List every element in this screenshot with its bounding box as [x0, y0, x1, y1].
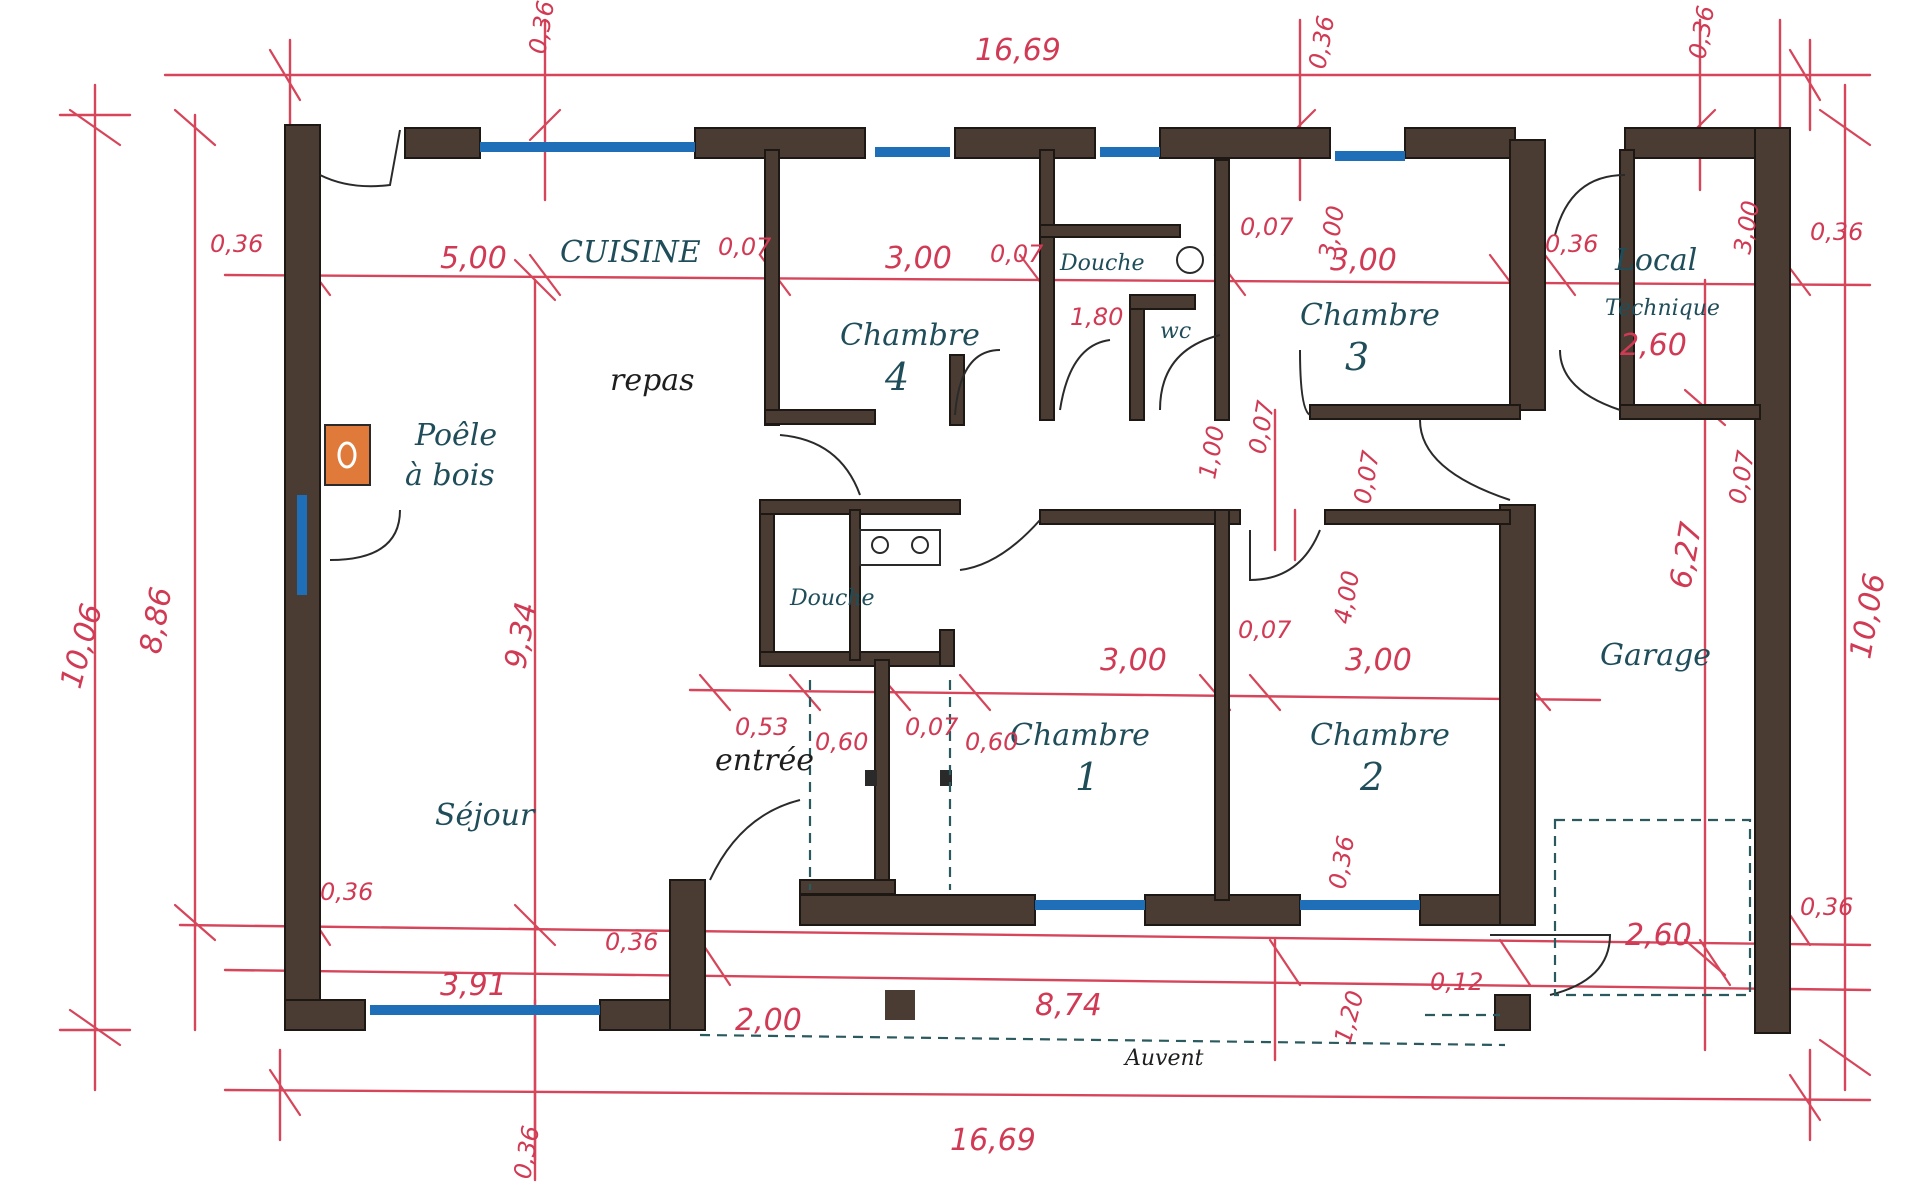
dim-wall-h: 0,36 — [605, 928, 658, 956]
interior-walls — [759, 149, 1761, 901]
dim-total-top: 16,69 — [975, 33, 1061, 68]
dim-wall-i: 0,36 — [1800, 893, 1853, 921]
dim-wall-b: 0,36 — [1303, 14, 1340, 71]
dim-front-facade: 8,74 — [1035, 988, 1102, 1023]
label-douche-top: Douche — [1059, 251, 1145, 276]
label-auvent: Auvent — [1123, 1046, 1204, 1071]
dim-total-bottom: 16,69 — [950, 1123, 1036, 1158]
dim-entree-b: 0,60 — [815, 728, 868, 756]
label-chambre-1: Chambre — [1010, 718, 1150, 753]
dim-part-h: 0,07 — [905, 713, 959, 741]
dim-wall-k: 0,36 — [1323, 834, 1360, 891]
dim-wall-a: 0,36 — [523, 0, 560, 56]
label-chambre-4: Chambre — [840, 318, 980, 353]
label-poele-1: Poêle — [414, 418, 497, 453]
windows — [297, 142, 1420, 1015]
label-chambre-3-num: 3 — [1345, 335, 1369, 379]
dim-wall-c: 0,36 — [1683, 4, 1720, 61]
dim-part-c: 0,07 — [1240, 213, 1294, 241]
label-garage: Garage — [1600, 638, 1711, 673]
dim-chambre2-depth: 4,00 — [1328, 569, 1365, 626]
dim-couloir: 1,00 — [1193, 424, 1230, 481]
label-entree: entrée — [715, 743, 814, 778]
label-chambre-1-num: 1 — [1075, 755, 1099, 799]
label-cuisine: CUISINE — [560, 235, 701, 270]
dim-garage-depth: 6,27 — [1663, 520, 1709, 592]
dim-auvent-gap: 0,12 — [1430, 968, 1483, 996]
dim-entree-a: 0,53 — [735, 713, 788, 741]
label-chambre-3: Chambre — [1300, 298, 1440, 333]
dim-cuisine: 5,00 — [440, 241, 507, 276]
dim-part-a: 0,07 — [718, 233, 772, 261]
room-labels: CUISINE repas Poêle à bois Séjour entrée… — [405, 235, 1720, 1071]
dim-wall-f: 0,36 — [1810, 218, 1863, 246]
dim-wall-j: 0,36 — [508, 1124, 545, 1181]
dim-sejour-window: 3,91 — [440, 968, 507, 1003]
poele-icon — [324, 424, 371, 486]
label-douche-bottom: Douche — [789, 586, 875, 611]
label-poele-2: à bois — [405, 458, 495, 493]
dim-chambre3: 3,00 — [1330, 243, 1397, 278]
dim-douche-depth: 1,80 — [1070, 303, 1123, 331]
dim-wall-d: 0,36 — [210, 230, 263, 258]
dim-chambre4: 3,00 — [885, 241, 952, 276]
label-wc: wc — [1160, 319, 1191, 344]
dim-local: 2,60 — [1620, 328, 1687, 363]
label-chambre-2-num: 2 — [1359, 755, 1384, 799]
dim-width-right: 10,06 — [1843, 571, 1892, 662]
label-repas: repas — [610, 363, 695, 398]
label-local-1: Local — [1614, 243, 1697, 278]
dim-chambre2: 3,00 — [1345, 643, 1412, 678]
dim-part-b: 0,07 — [990, 240, 1044, 268]
label-chambre-2: Chambre — [1310, 718, 1450, 753]
label-local-2: Technique — [1605, 296, 1720, 321]
dim-width-left-outer: 10,06 — [54, 600, 110, 692]
label-chambre-4-num: 4 — [884, 355, 909, 399]
doors — [319, 129, 1626, 996]
dim-sejour-height: 9,34 — [498, 600, 544, 672]
dim-porch: 2,00 — [735, 1003, 802, 1038]
dim-garage-door: 2,60 — [1625, 918, 1692, 953]
dim-width-left-inner: 8,86 — [133, 585, 179, 657]
dim-wall-g: 0,36 — [320, 878, 373, 906]
dim-chambre1: 3,00 — [1100, 643, 1167, 678]
label-sejour: Séjour — [435, 798, 536, 833]
dim-wall-e: 0,36 — [1545, 230, 1598, 258]
dim-entree-c: 0,60 — [965, 728, 1018, 756]
dim-part-f: 0,07 — [1348, 448, 1385, 506]
dim-part-d: 0,07 — [1238, 616, 1292, 644]
fixtures — [324, 246, 1752, 1047]
dim-auvent-depth: 1,20 — [1329, 988, 1370, 1047]
